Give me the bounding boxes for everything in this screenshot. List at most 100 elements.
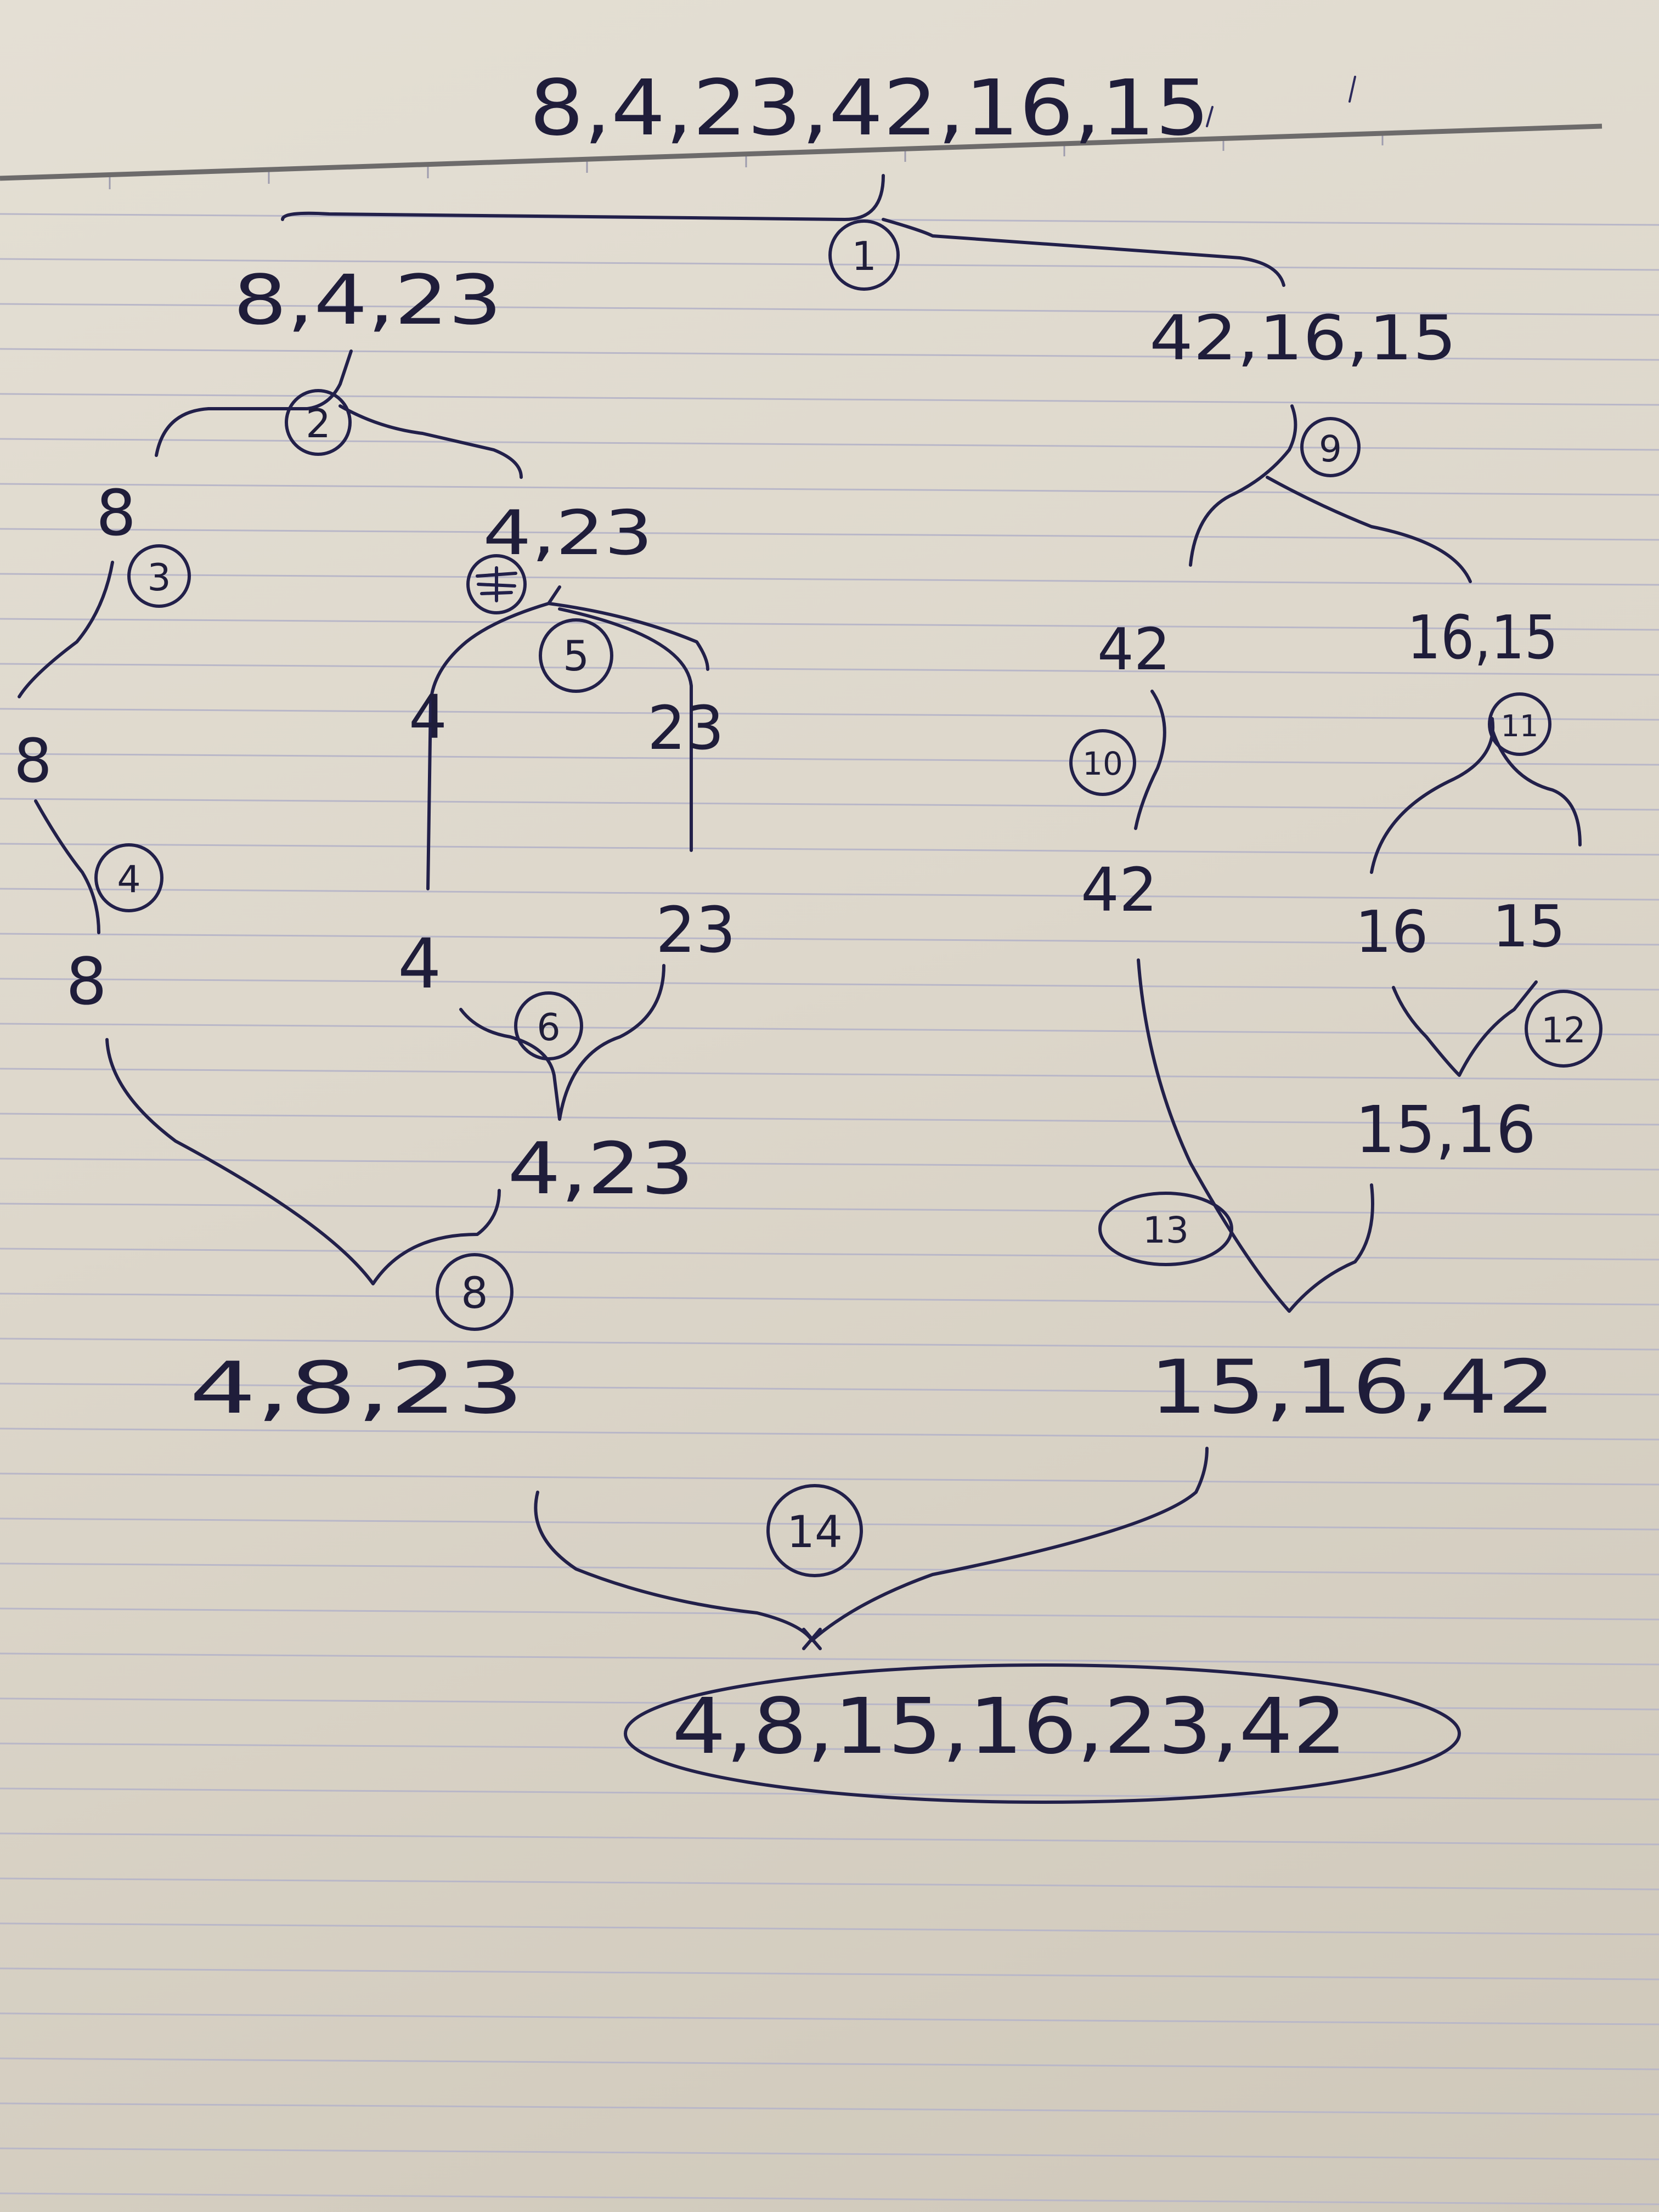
- ruled-line: [0, 573, 1659, 586]
- final-sorted-list: 4,8,15,16,23,42: [672, 1682, 1347, 1771]
- merge-brace-8: [105, 1038, 501, 1285]
- ruled-line: [0, 1877, 1659, 1891]
- node-8-level4: 8: [66, 944, 107, 1019]
- ruled-line: [0, 618, 1659, 631]
- node-15-level3: 15: [1492, 893, 1566, 960]
- step-number: 4: [117, 858, 140, 901]
- ruled-line: [0, 888, 1659, 901]
- step-circle-11: 11: [1488, 692, 1551, 756]
- merge-point-x: [802, 1628, 822, 1650]
- step-number: 8: [461, 1269, 488, 1318]
- ruled-line: [0, 933, 1659, 946]
- node-8: 8: [96, 477, 136, 550]
- ruled-line: [0, 258, 1659, 271]
- step-circle-8: 8: [436, 1253, 514, 1331]
- node-16-level3: 16: [1355, 899, 1429, 966]
- merged-4-23: 4,23: [507, 1127, 694, 1210]
- ruled-line: [0, 843, 1659, 856]
- merge-brace-12: [1392, 980, 1538, 1077]
- split-brace-1: [281, 174, 1285, 287]
- ruled-line: [0, 1427, 1659, 1441]
- ruled-line: [0, 1562, 1659, 1576]
- step-number: 5: [563, 631, 589, 680]
- step-circle-5: 5: [539, 618, 613, 693]
- ruled-line: [0, 1248, 1659, 1261]
- ruled-line: [0, 1158, 1659, 1171]
- final-result-oval: [624, 1663, 1461, 1804]
- top-list: 8,4,23,42,16,15: [529, 64, 1210, 153]
- merged-15-16-42: 15,16,42: [1149, 1344, 1555, 1430]
- step-number: 6: [537, 1006, 560, 1049]
- ruled-line: [0, 303, 1659, 316]
- ruled-line: [0, 1293, 1659, 1306]
- split-brace-2: [155, 349, 523, 479]
- ruled-line: [0, 528, 1659, 541]
- step-number: 12: [1541, 1011, 1585, 1051]
- step-circle-9: 9: [1300, 417, 1361, 477]
- node-23-level3: 23: [647, 693, 724, 763]
- ruled-line: [0, 1203, 1659, 1216]
- stray-mark: [1348, 76, 1356, 103]
- merged-15-16: 15,16: [1355, 1092, 1536, 1167]
- ruled-line: [0, 1922, 1659, 1936]
- step-number: 13: [1143, 1209, 1189, 1251]
- split-brace-9: [1189, 404, 1472, 583]
- ruled-line: [0, 1832, 1659, 1846]
- top-margin-line: [0, 123, 1602, 181]
- scribbled-circle: [466, 554, 527, 614]
- step-circle-2: 2: [285, 389, 352, 456]
- ruled-line: [0, 1113, 1659, 1126]
- node-23-level4: 23: [656, 894, 736, 967]
- ruled-line: [0, 753, 1659, 766]
- split-line-3: [18, 561, 114, 698]
- step-circle-10: 10: [1069, 729, 1136, 796]
- node-8-level3: 8: [14, 726, 52, 796]
- split-brace-11: [1370, 717, 1582, 874]
- ruled-line: [0, 2102, 1659, 2115]
- step-number: 9: [1319, 428, 1342, 470]
- stray-mark: [1206, 106, 1214, 127]
- step-number: 3: [147, 556, 171, 600]
- left-half-label: 8,4,23: [233, 261, 502, 340]
- ruled-line: [0, 1652, 1659, 1666]
- right-half-label: 42,16,15: [1149, 303, 1457, 374]
- merge-brace-6: [459, 964, 665, 1121]
- step-number: 11: [1501, 709, 1539, 743]
- ruled-line: [0, 483, 1659, 496]
- ruled-line: [0, 2147, 1659, 2160]
- step-circle-13: 13: [1098, 1192, 1233, 1266]
- ruled-line: [0, 2192, 1659, 2205]
- ruled-line: [0, 1338, 1659, 1351]
- merge-brace-13: [1137, 958, 1374, 1313]
- step-circle-3: 3: [127, 544, 191, 608]
- ruled-line: [0, 2057, 1659, 2070]
- ruled-line: [0, 1967, 1659, 1980]
- ruled-line: [0, 1517, 1659, 1531]
- ruled-line: [0, 1607, 1659, 1621]
- split-brace-5: [426, 585, 709, 890]
- ruled-line: [0, 663, 1659, 676]
- node-16-15: 16,15: [1407, 602, 1558, 673]
- ruled-line: [0, 798, 1659, 811]
- ruled-line: [0, 1383, 1659, 1396]
- ruled-line: [0, 1023, 1659, 1036]
- merged-4-8-23: 4,8,23: [189, 1346, 524, 1430]
- ruled-line: [0, 438, 1659, 451]
- ruled-line: [0, 1068, 1659, 1081]
- merge-brace-14: [534, 1447, 1209, 1642]
- ruled-line: [0, 2012, 1659, 2025]
- ruled-line: [0, 393, 1659, 406]
- ruled-line: [0, 708, 1659, 721]
- ruled-line: [0, 348, 1659, 361]
- node-42-level3: 42: [1081, 855, 1158, 925]
- node-42: 42: [1097, 616, 1171, 683]
- step-circle-4: 4: [94, 843, 163, 912]
- node-4-level3: 4: [409, 682, 447, 752]
- step-circle-12: 12: [1525, 990, 1602, 1068]
- node-4-23: 4,23: [483, 498, 653, 569]
- ruled-line: [0, 978, 1659, 991]
- step-circle-6: 6: [514, 991, 583, 1060]
